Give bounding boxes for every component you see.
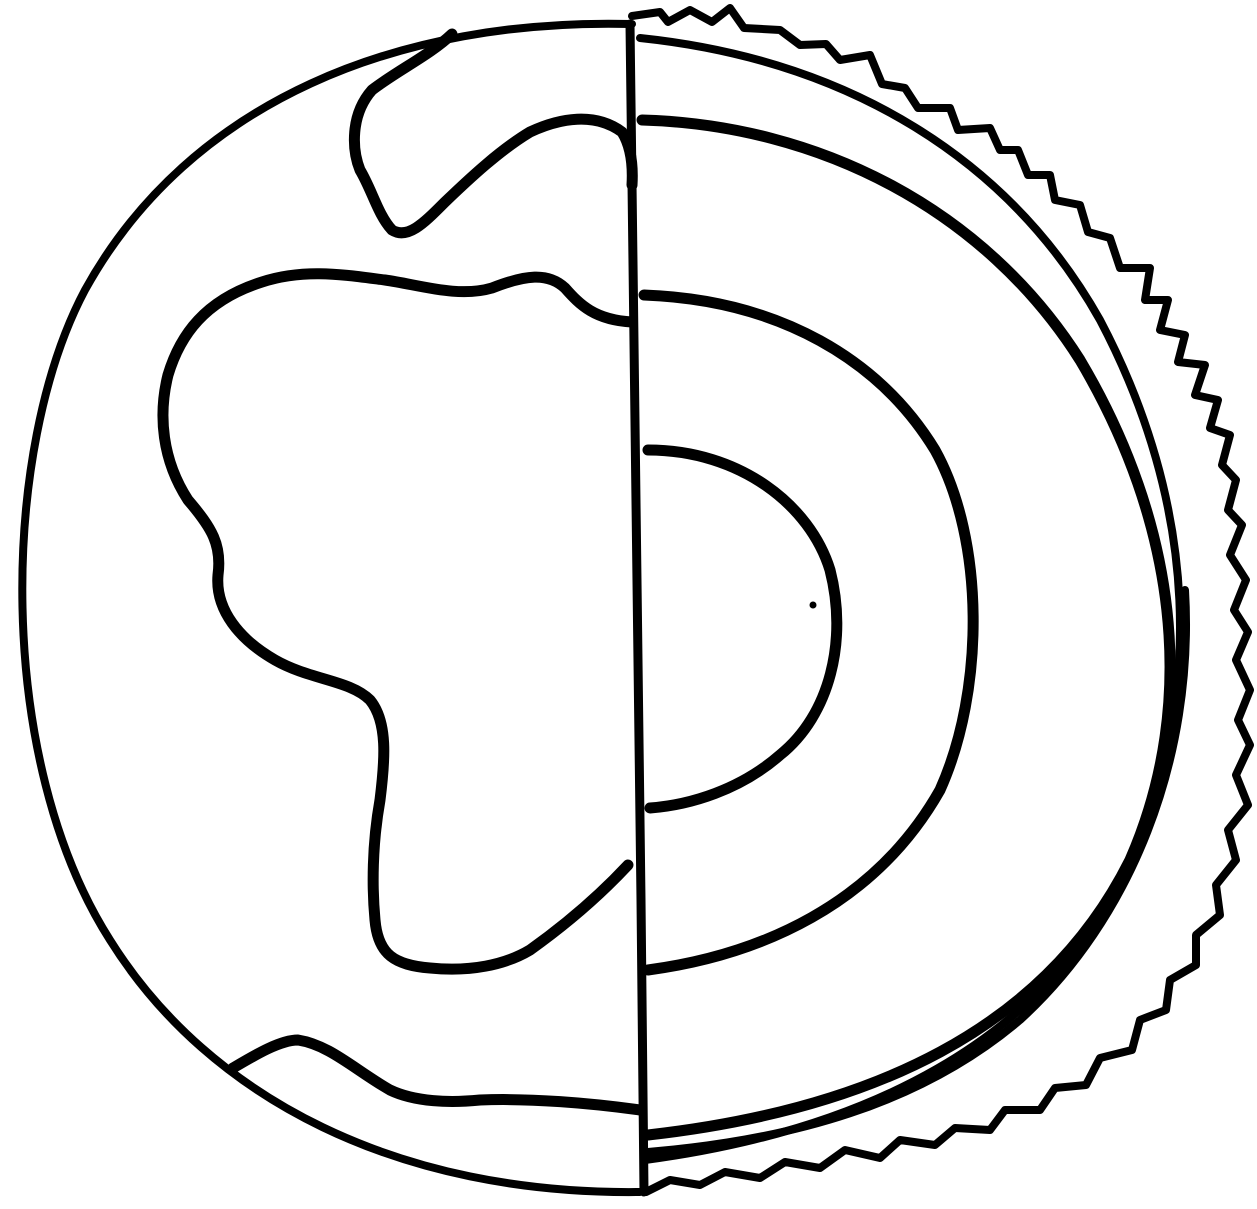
layer-inner-core [648, 450, 837, 808]
layer-mantle [644, 295, 973, 970]
jagged-outer-edge [632, 8, 1250, 1192]
globe-outline [22, 24, 640, 1192]
landmass-main [163, 274, 632, 969]
cutaway-divider-line [630, 24, 644, 1192]
landmass-south [233, 1040, 640, 1110]
layer-crust [640, 38, 1180, 1160]
layer-crust-inner [642, 120, 1170, 1135]
landmass-north [354, 34, 632, 233]
inner-core-dot [810, 602, 817, 609]
